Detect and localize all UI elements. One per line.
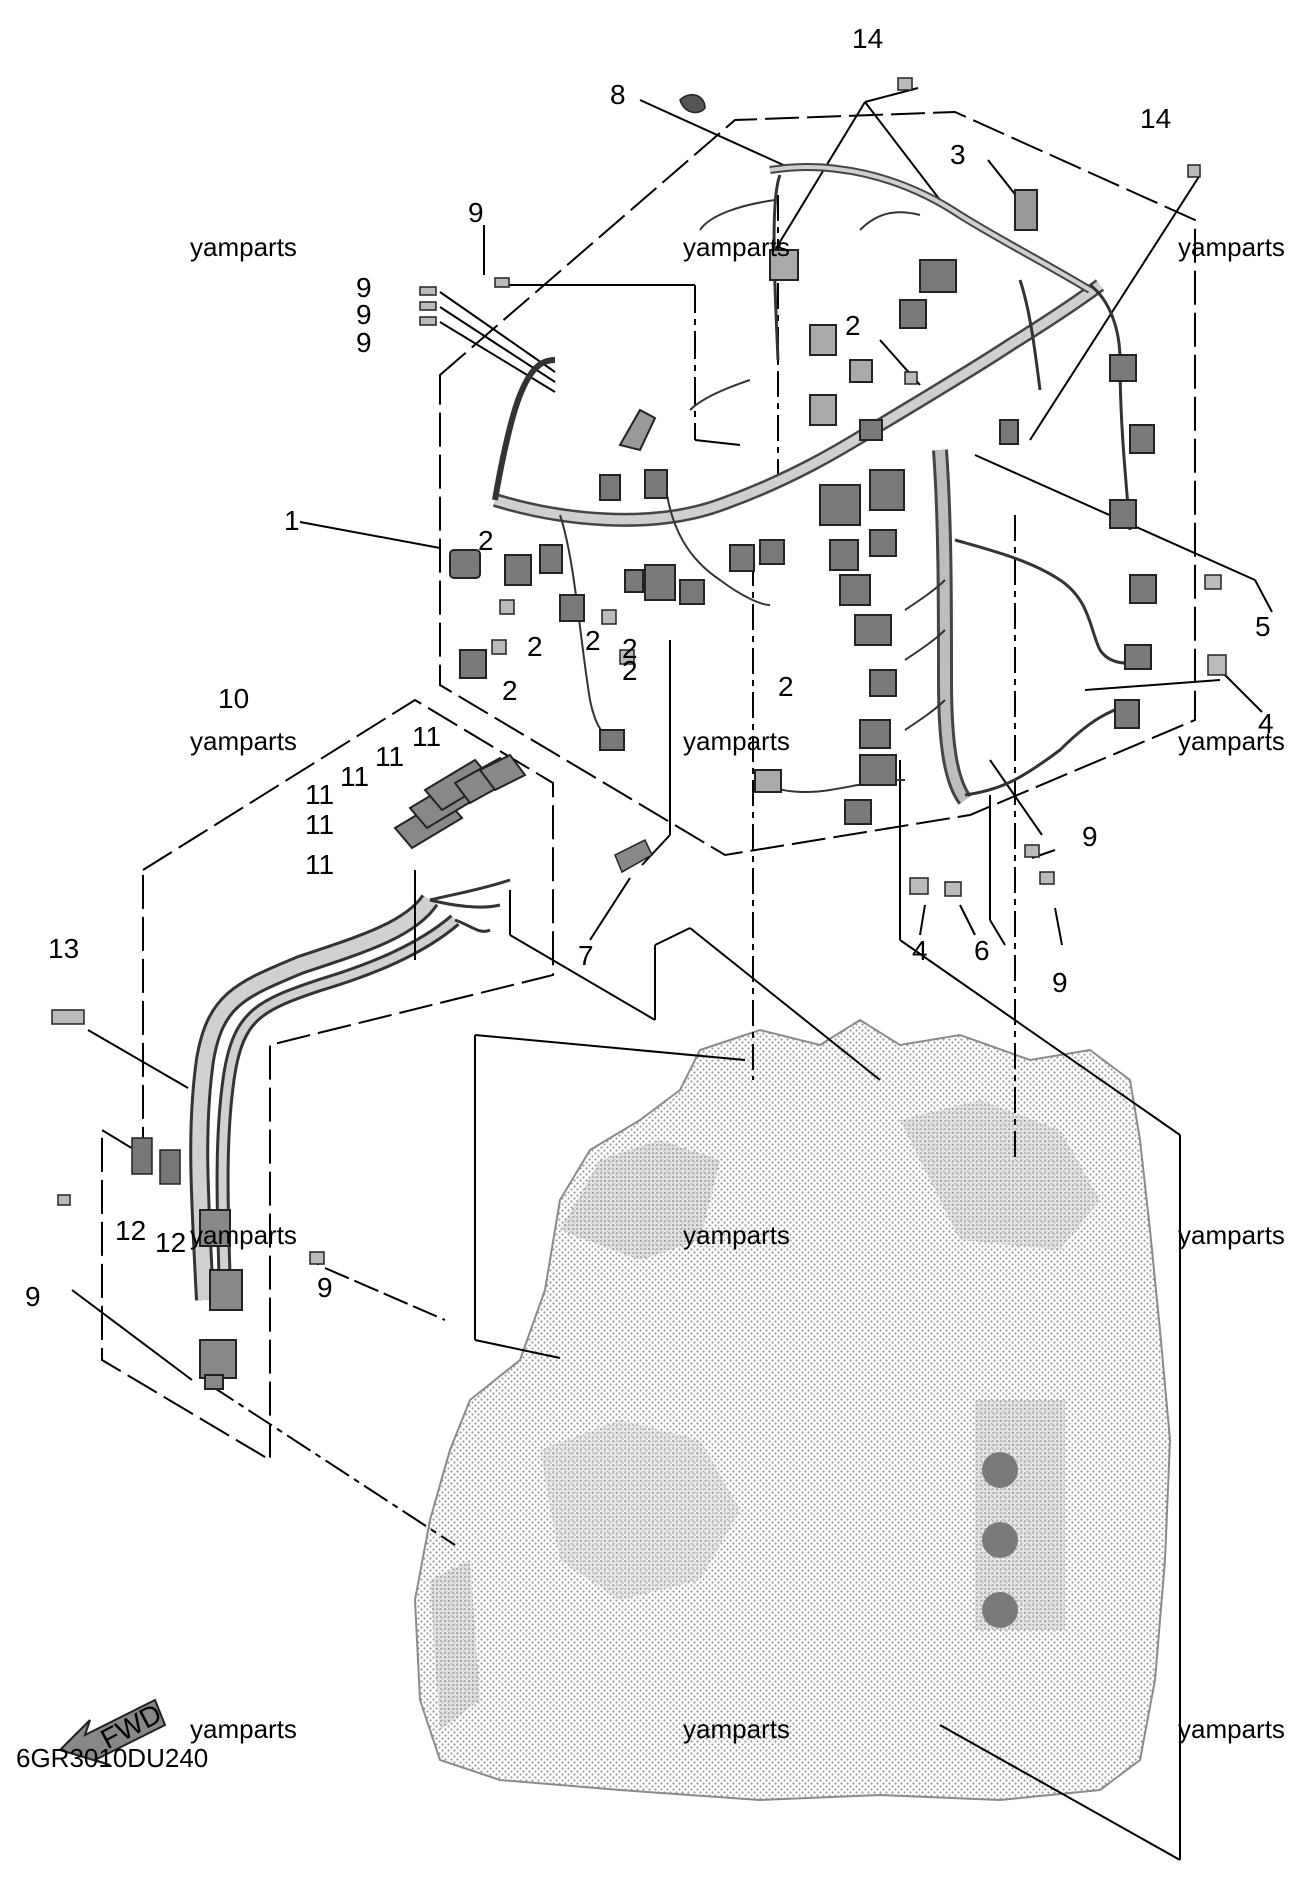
callout-7: 7 [578, 940, 594, 971]
callout-8: 8 [610, 79, 626, 110]
callout-2: 2 [527, 631, 543, 662]
callout-4: 4 [912, 935, 928, 966]
callout-11: 11 [305, 849, 334, 880]
watermark: yamparts [683, 1220, 790, 1250]
watermark: yamparts [190, 726, 297, 756]
callout-11: 11 [412, 721, 441, 752]
callout-9: 9 [25, 1281, 41, 1312]
callout-labels: 14 14 8 3 9 9 9 9 2 1 2 2 2 2 2 2 2 5 4 … [25, 23, 1274, 1312]
callout-9: 9 [356, 299, 372, 330]
callout-2: 2 [585, 625, 601, 656]
watermark: yamparts [1178, 1220, 1285, 1250]
callout-5: 5 [1255, 611, 1271, 642]
callout-2: 2 [622, 655, 638, 686]
callout-11: 11 [305, 809, 334, 840]
watermark: yamparts [1178, 232, 1285, 262]
fasteners [51, 77, 1227, 1265]
sub-harness-connectors [199, 753, 527, 1390]
callout-2: 2 [502, 675, 518, 706]
group-boundary-lines [101, 110, 1196, 1462]
callout-2: 2 [478, 525, 494, 556]
callout-12: 12 [155, 1227, 186, 1258]
callout-14: 14 [852, 23, 883, 54]
callout-3: 3 [950, 139, 966, 170]
callout-1: 1 [284, 505, 300, 536]
callout-12: 12 [115, 1215, 146, 1246]
callout-9: 9 [317, 1272, 333, 1303]
callout-11: 11 [305, 779, 334, 810]
callout-11: 11 [340, 761, 369, 792]
callout-10: 10 [218, 683, 249, 714]
callout-2: 2 [845, 310, 861, 341]
callout-13: 13 [48, 933, 79, 964]
watermark: yamparts [1178, 1714, 1285, 1744]
callout-2: 2 [778, 671, 794, 702]
watermark: yamparts [190, 232, 297, 262]
callout-9: 9 [1052, 967, 1068, 998]
callout-11: 11 [375, 741, 404, 772]
watermark: yamparts [190, 1220, 297, 1250]
watermark: yamparts [683, 232, 790, 262]
watermark: yamparts [683, 1714, 790, 1744]
callout-4: 4 [1258, 708, 1274, 739]
callout-9: 9 [468, 197, 484, 228]
callout-9: 9 [356, 327, 372, 358]
harness-connectors [449, 189, 1157, 825]
part-code: 6GR3010DU240 [16, 1743, 209, 1773]
callout-9: 9 [1082, 821, 1098, 852]
watermark: yamparts [1178, 726, 1285, 756]
engine-block-image [413, 1018, 1172, 1802]
callout-2: 2 [622, 633, 638, 664]
callout-6: 6 [974, 935, 990, 966]
callout-14: 14 [1140, 103, 1171, 134]
leader-lines [71, 87, 1273, 1861]
watermark: yamparts [683, 726, 790, 756]
main-wiring-harness [492, 163, 1141, 805]
watermark: yamparts [190, 1714, 297, 1744]
callout-9: 9 [356, 272, 372, 303]
sub-harness-10 [189, 870, 511, 1301]
